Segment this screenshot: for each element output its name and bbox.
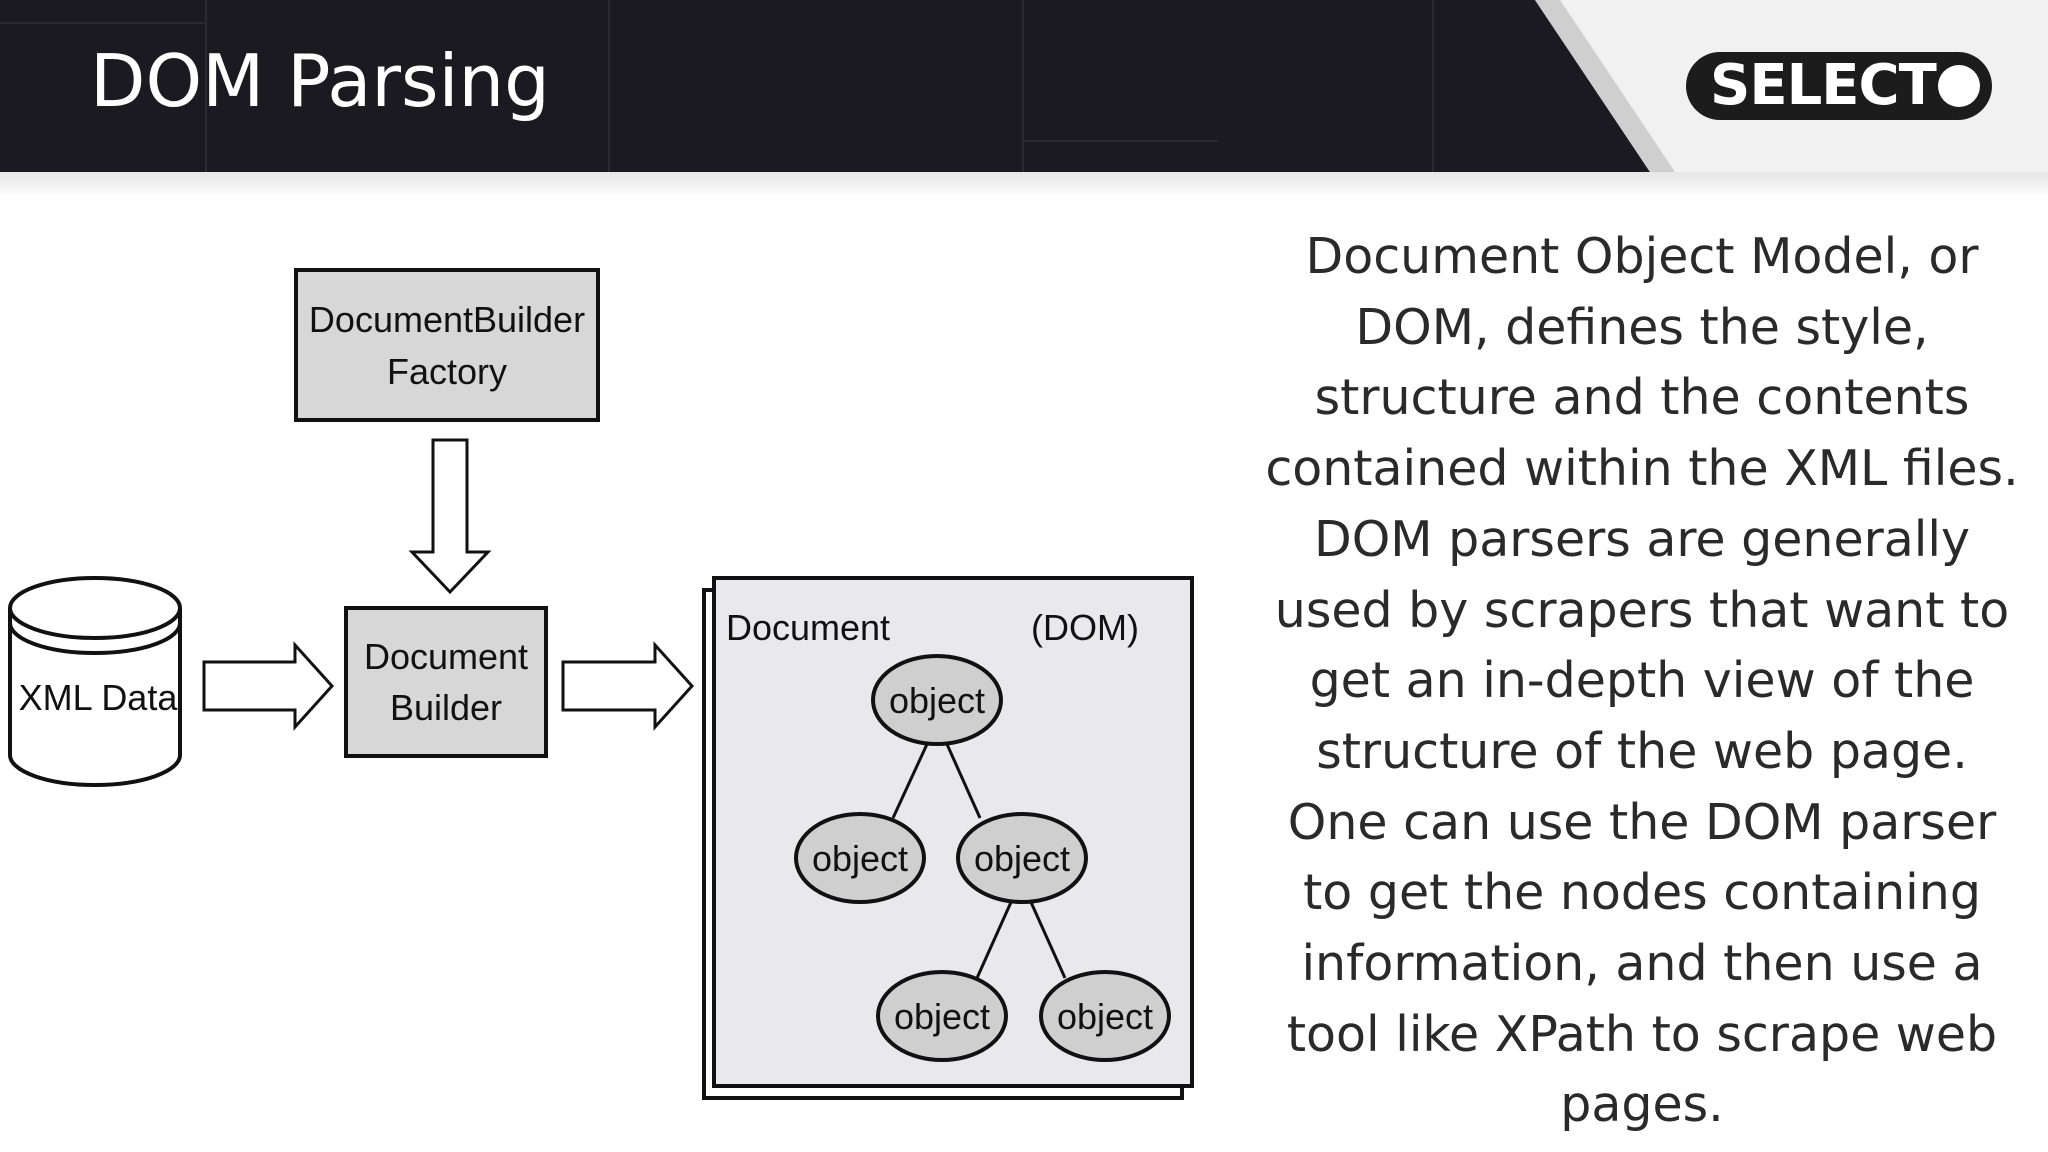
tree-node-bottom-left-label: object <box>894 996 990 1037</box>
right-arrow-1 <box>202 641 335 731</box>
factory-label-line1: DocumentBuilder <box>309 299 585 340</box>
tree-node-right <box>956 812 1088 904</box>
logo-o-mark <box>1938 65 1980 107</box>
tree-node-root-label: object <box>889 680 985 721</box>
xml-data-cylinder-band <box>8 622 182 655</box>
slide-header: DOM Parsing SELECT <box>0 0 2048 172</box>
slide-title: DOM Parsing <box>90 39 550 123</box>
header-grid-line <box>0 22 205 24</box>
tree-node-bottom-right <box>1039 970 1171 1062</box>
header-grid-line <box>1432 0 1434 172</box>
tree-node-right-label: object <box>974 838 1070 879</box>
tree-node-left <box>794 812 926 904</box>
builder-box <box>344 606 548 758</box>
dom-label: (DOM) <box>1031 607 1139 648</box>
factory-label-line2: Factory <box>387 351 507 392</box>
tree-node-bottom-left <box>876 970 1008 1062</box>
right-arrow-2 <box>561 641 695 731</box>
tree-node-root <box>871 654 1003 746</box>
header-grid-line <box>1022 140 1218 142</box>
header-grid-line <box>1022 0 1024 172</box>
document-label: Document <box>726 607 890 648</box>
logo-text: SELECT <box>1710 53 1937 118</box>
header-shadow <box>0 172 2048 198</box>
diagram-svg: DocumentBuilder Factory XML Data Documen… <box>8 268 1194 1100</box>
dom-parsing-diagram: DocumentBuilder Factory XML Data Documen… <box>0 230 1200 1130</box>
tree-edge <box>1028 899 1067 979</box>
brand-logo: SELECT <box>1686 52 1992 120</box>
builder-label-line2: Builder <box>390 687 502 728</box>
builder-label-line1: Document <box>364 636 528 677</box>
tree-edge <box>975 899 1014 979</box>
header-grid-line <box>205 0 207 172</box>
tree-edge <box>891 741 930 819</box>
xml-data-cylinder-top <box>8 576 182 640</box>
tree-node-left-label: object <box>812 838 908 879</box>
factory-box <box>294 268 600 422</box>
slide-description: Document Object Model, or DOM, defines t… <box>1265 228 2019 1134</box>
tree-edge <box>944 741 982 819</box>
header-grid-line <box>608 0 610 172</box>
down-arrow <box>408 438 492 595</box>
tree-node-bottom-right-label: object <box>1057 996 1153 1037</box>
xml-data-cylinder <box>8 608 182 787</box>
xml-data-label: XML Data <box>19 677 179 718</box>
